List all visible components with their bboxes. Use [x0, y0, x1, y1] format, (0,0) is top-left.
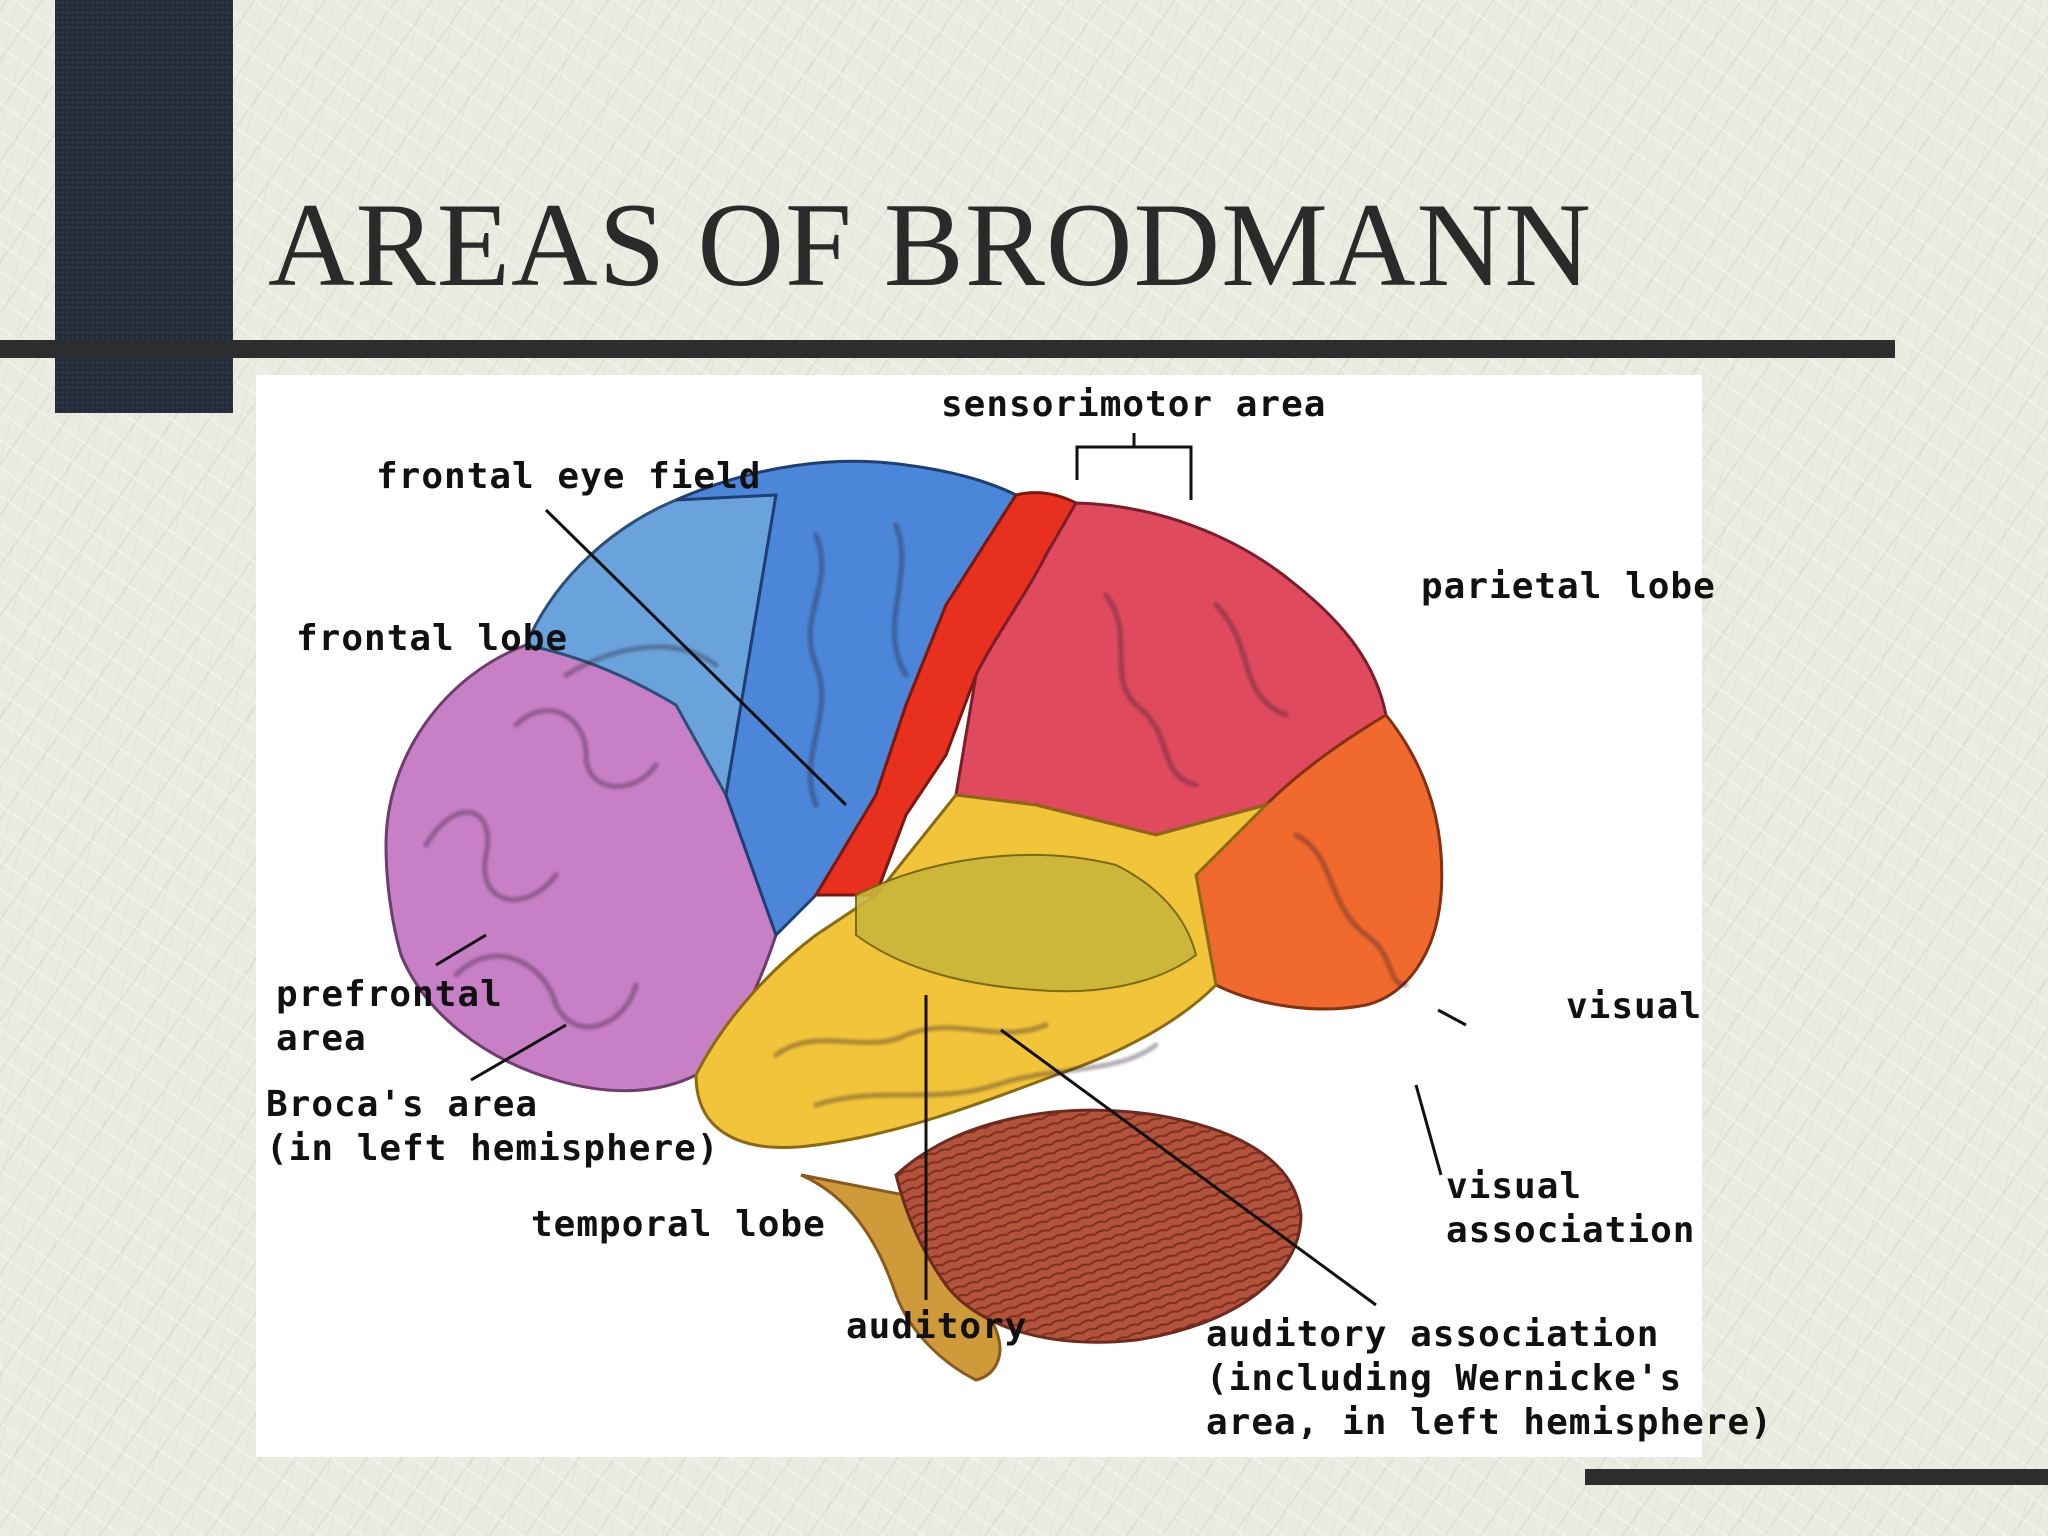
label-auditory-assoc-line1: auditory association — [1206, 1314, 1660, 1355]
occipital-region — [1194, 713, 1444, 1011]
label-frontal-eye-field: frontal eye field — [376, 456, 762, 497]
label-auditory: auditory — [846, 1306, 1028, 1347]
label-prefrontal-area: prefrontal area — [276, 973, 503, 1061]
title-divider-rule — [0, 340, 1895, 358]
label-parietal-lobe: parietal lobe — [1421, 566, 1716, 607]
label-visual-assoc-line1: visual — [1446, 1166, 1583, 1207]
leader-lines — [435, 433, 1467, 1307]
label-auditory-association: auditory association (including Wernicke… — [1206, 1313, 1773, 1445]
label-temporal-lobe: temporal lobe — [531, 1204, 826, 1245]
slide-title: AREAS OF BRODMANN — [268, 178, 1592, 311]
label-frontal-lobe: frontal lobe — [296, 618, 569, 659]
label-sensorimotor-area: sensorimotor area — [941, 384, 1327, 425]
label-auditory-assoc-line3: area, in left hemisphere) — [1206, 1402, 1773, 1443]
label-visual: visual — [1566, 986, 1703, 1027]
label-prefrontal-line2: area — [276, 1018, 367, 1059]
label-broca-line1: Broca's area — [266, 1084, 539, 1125]
brain-illustration — [384, 433, 1467, 1382]
label-prefrontal-line1: prefrontal — [276, 974, 503, 1015]
auditory-association-region — [855, 854, 1198, 993]
footer-divider-rule — [1585, 1469, 2048, 1485]
label-visual-association: visual association — [1446, 1165, 1695, 1253]
brain-diagram: sensorimotor area frontal eye field pari… — [256, 375, 1772, 1457]
label-visual-assoc-line2: association — [1446, 1210, 1696, 1251]
label-auditory-assoc-line2: (including Wernicke's — [1206, 1358, 1683, 1399]
cerebellum-region — [894, 1108, 1303, 1344]
label-broca-line2: (in left hemisphere) — [266, 1128, 720, 1169]
label-brocas-area: Broca's area (in left hemisphere) — [266, 1083, 719, 1171]
